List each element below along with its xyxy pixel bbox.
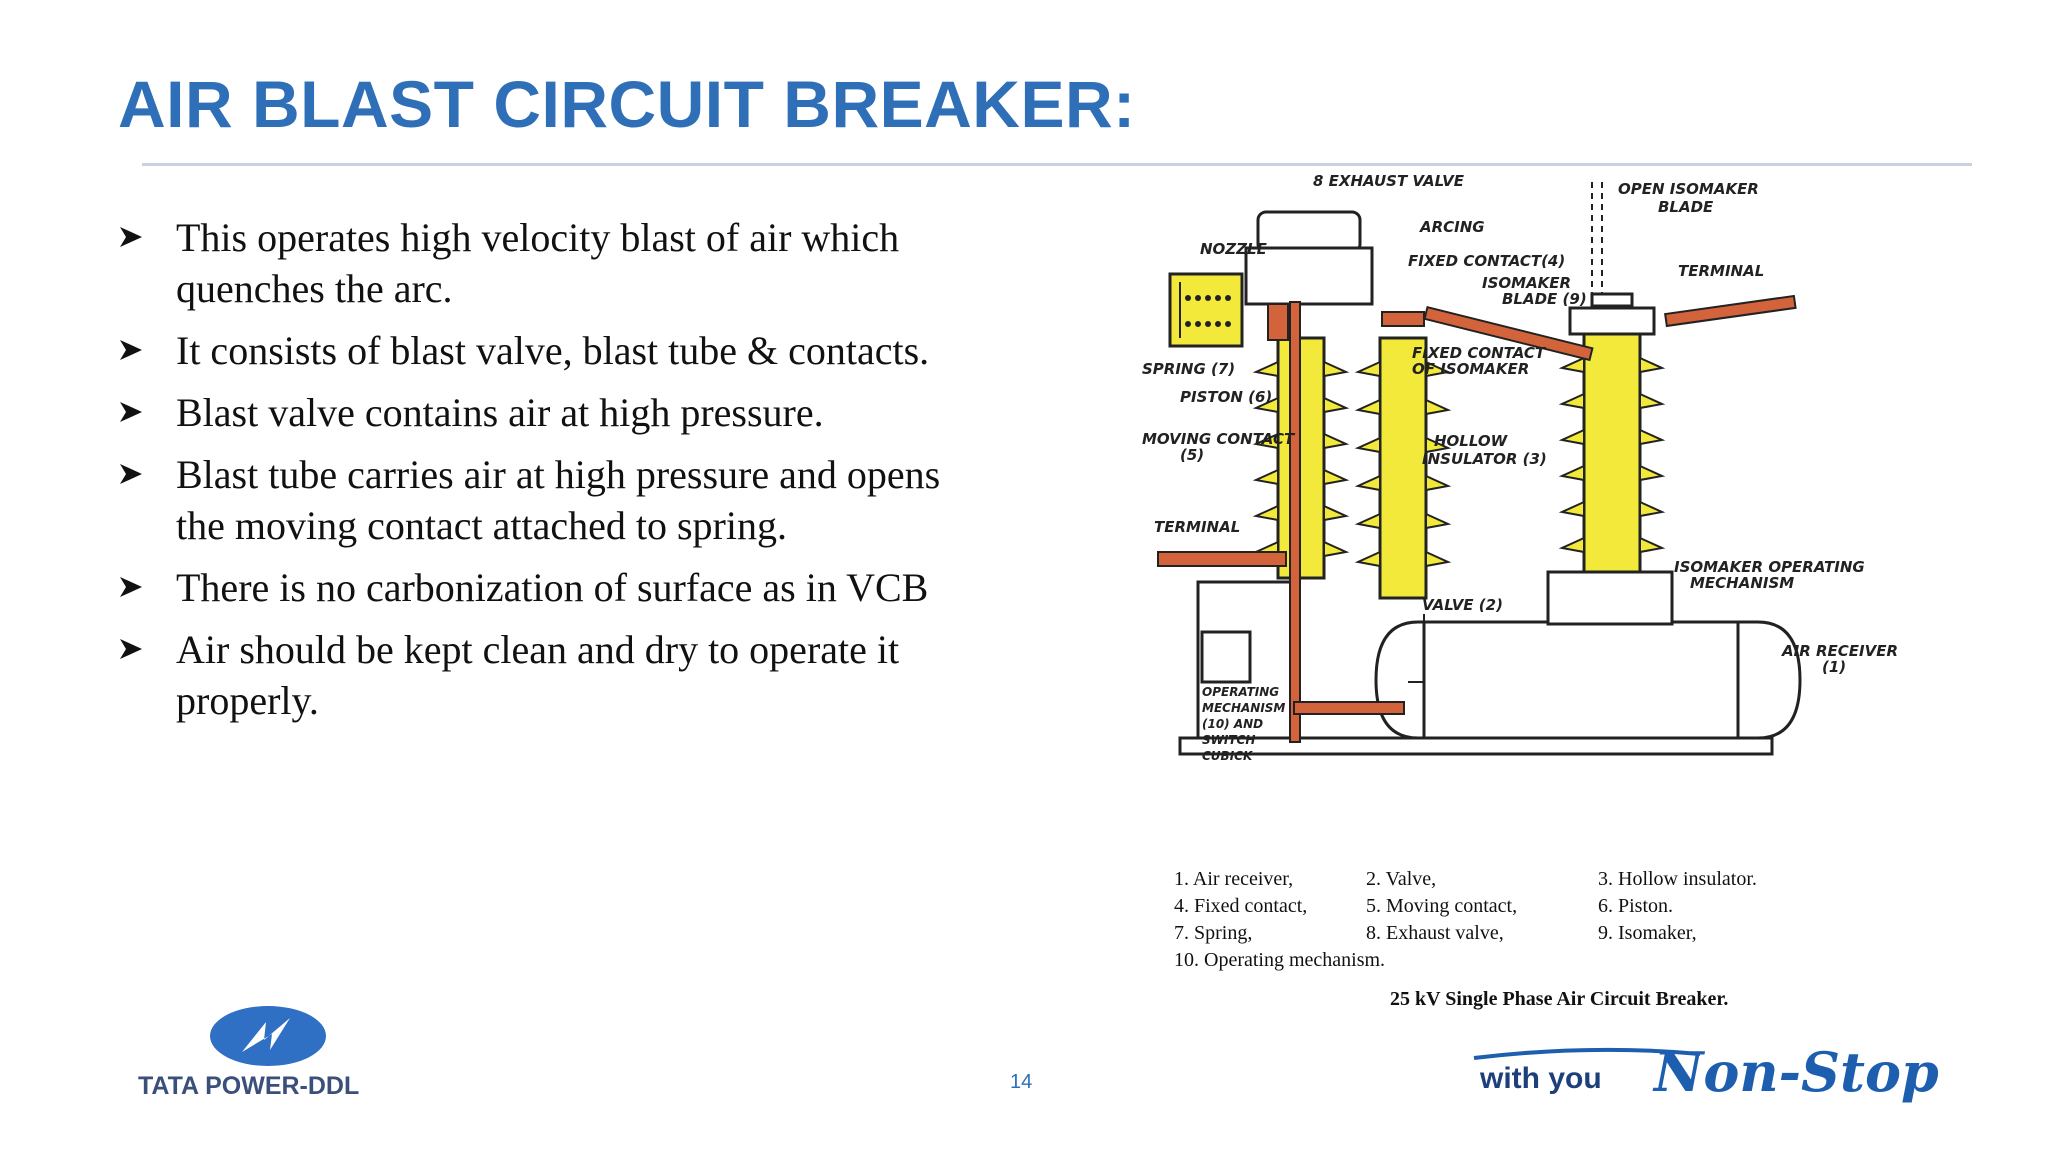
label-moving-contact: MOVING CONTACT bbox=[1142, 430, 1296, 448]
hollow-insulator-middle bbox=[1354, 336, 1452, 600]
legend-row: 1. Air receiver, 2. Valve, 3. Hollow ins… bbox=[1174, 868, 1814, 895]
bullet-item: Air should be kept clean and dry to oper… bbox=[118, 624, 978, 726]
label-mechanism: MECHANISM bbox=[1202, 701, 1285, 715]
bullet-item: Blast valve contains air at high pressur… bbox=[118, 387, 978, 438]
label-switch: SWITCH bbox=[1202, 733, 1255, 747]
bullet-text: Blast valve contains air at high pressur… bbox=[176, 390, 824, 435]
label-air-receiver: AIR RECEIVER bbox=[1781, 642, 1898, 660]
bullet-item: This operates high velocity blast of air… bbox=[118, 212, 978, 314]
bullet-text: Air should be kept clean and dry to oper… bbox=[176, 627, 900, 723]
label-piston: PISTON (6) bbox=[1180, 388, 1272, 406]
label-isomaker-blade: ISOMAKER bbox=[1482, 274, 1571, 292]
label-10-and: (10) AND bbox=[1202, 717, 1263, 731]
label-isomaker-operating: ISOMAKER OPERATING bbox=[1674, 558, 1865, 576]
slide-title: AIR BLAST CIRCUIT BREAKER: bbox=[118, 67, 1136, 141]
arrow-bullet-icon bbox=[120, 639, 142, 659]
label-open-isomaker: OPEN ISOMAKER bbox=[1618, 180, 1759, 198]
tagline: with you Non-Stop bbox=[1470, 1040, 2010, 1110]
label-isomaker-mechanism: MECHANISM bbox=[1690, 574, 1794, 592]
legend-item: 10. Operating mechanism. bbox=[1174, 949, 1386, 971]
label-nozzle: NOZZLE bbox=[1200, 240, 1268, 258]
breaker-diagram: 8 EXHAUST VALVE OPEN ISOMAKER BLADE ARCI… bbox=[1142, 172, 1898, 763]
legend-item: 8. Exhaust valve, bbox=[1366, 922, 1504, 944]
label-exhaust-valve: 8 EXHAUST VALVE bbox=[1313, 172, 1465, 190]
legend-row: 10. Operating mechanism. bbox=[1174, 949, 1814, 976]
arrow-bullet-icon bbox=[120, 340, 142, 360]
logo-text: TATA POWER-DDL bbox=[138, 1072, 360, 1100]
legend-item: 3. Hollow insulator. bbox=[1598, 868, 1757, 890]
label-isomaker-blade-9: BLADE (9) bbox=[1502, 290, 1587, 308]
copper-conductors bbox=[1157, 294, 1797, 743]
bullet-list: This operates high velocity blast of air… bbox=[118, 212, 978, 737]
page-number: 14 bbox=[1010, 1071, 1033, 1093]
bullet-text: It consists of blast valve, blast tube &… bbox=[176, 328, 930, 373]
tata-logo-icon bbox=[210, 1006, 326, 1066]
arrow-bullet-icon bbox=[120, 402, 142, 422]
isomaker-insulator bbox=[1558, 332, 1666, 574]
diagram-legend: 1. Air receiver, 2. Valve, 3. Hollow ins… bbox=[1174, 868, 1814, 1010]
label-valve: VALVE (2) bbox=[1422, 596, 1503, 614]
bullet-item: There is no carbonization of surface as … bbox=[118, 562, 978, 613]
arrow-bullet-icon bbox=[120, 464, 142, 484]
arrow-bullet-icon bbox=[120, 227, 142, 247]
label-fixed-contact: FIXED CONTACT(4) bbox=[1408, 252, 1565, 270]
tagline-script: Non-Stop bbox=[1654, 1040, 1939, 1104]
label-hollow: HOLLOW bbox=[1434, 432, 1509, 450]
legend-item: 2. Valve, bbox=[1366, 868, 1437, 890]
label-moving-contact-5: (5) bbox=[1180, 446, 1204, 464]
label-terminal-left: TERMINAL bbox=[1154, 518, 1240, 536]
arrow-bullet-icon bbox=[120, 577, 142, 597]
legend-item: 1. Air receiver, bbox=[1174, 868, 1294, 890]
legend-row: 4. Fixed contact, 5. Moving contact, 6. … bbox=[1174, 895, 1814, 922]
bullet-text: This operates high velocity blast of air… bbox=[176, 215, 900, 311]
label-of-isomaker: OF ISOMAKER bbox=[1412, 360, 1529, 378]
legend-item: 4. Fixed contact, bbox=[1174, 895, 1308, 917]
swoosh-icon bbox=[1473, 1047, 1701, 1060]
bullet-item: It consists of blast valve, blast tube &… bbox=[118, 325, 978, 376]
legend-item: 7. Spring, bbox=[1174, 922, 1253, 944]
legend-item: 6. Piston. bbox=[1598, 895, 1674, 917]
bullet-text: Blast tube carries air at high pressure … bbox=[176, 452, 941, 548]
label-open-isomaker-blade: BLADE bbox=[1658, 198, 1714, 216]
diagram-caption: 25 kV Single Phase Air Circuit Breaker. bbox=[1390, 988, 1729, 1010]
title-divider bbox=[142, 163, 1972, 166]
label-spring: SPRING (7) bbox=[1142, 360, 1235, 378]
tagline-prefix: with you bbox=[1480, 1062, 1602, 1095]
legend-item: 9. Isomaker, bbox=[1598, 922, 1697, 944]
legend-row: 7. Spring, 8. Exhaust valve, 9. Isomaker… bbox=[1174, 922, 1814, 949]
label-terminal-right: TERMINAL bbox=[1678, 262, 1764, 280]
legend-item: 5. Moving contact, bbox=[1366, 895, 1518, 917]
bullet-item: Blast tube carries air at high pressure … bbox=[118, 449, 978, 551]
tata-power-logo: TATA POWER-DDL bbox=[138, 1004, 408, 1114]
label-fixed-contact-isomaker: FIXED CONTACT bbox=[1412, 344, 1547, 362]
bullet-text: There is no carbonization of surface as … bbox=[176, 565, 929, 610]
label-cubick: CUBICK bbox=[1202, 749, 1254, 763]
label-arcing: ARCING bbox=[1419, 218, 1485, 236]
label-operating: OPERATING bbox=[1202, 685, 1279, 699]
label-hollow-insulator: INSULATOR (3) bbox=[1422, 450, 1547, 468]
label-air-receiver-1: (1) bbox=[1822, 658, 1846, 676]
